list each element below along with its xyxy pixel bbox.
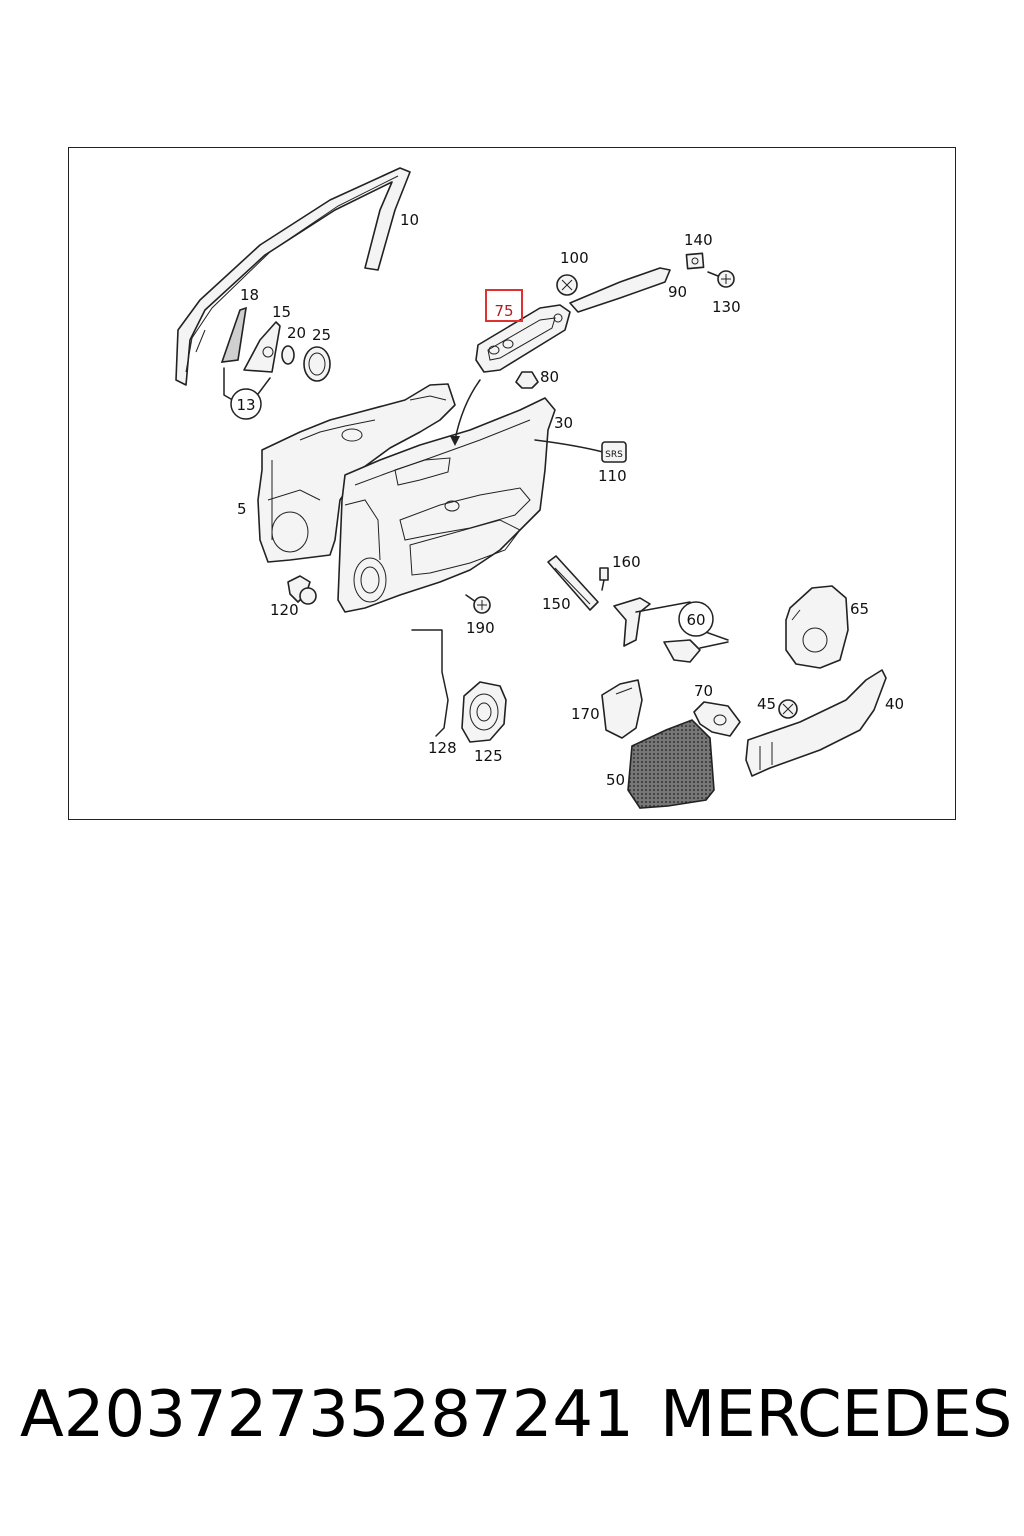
callout-110: 110 [598,467,627,485]
part-50-speaker-grille [627,719,715,809]
part-130-screw [707,270,735,288]
callout-13-ring [230,388,262,420]
callout-128: 128 [428,739,457,757]
callout-30: 30 [554,414,573,432]
callout-65: 65 [850,600,869,618]
part-15-inner-trim [243,321,281,373]
part-45-grommet [778,699,798,719]
part-110-srs-badge: SRS [534,439,627,463]
callout-140: 140 [684,231,713,249]
callout-125: 125 [474,747,503,765]
callout-90: 90 [668,283,687,301]
part-90-trim-strip [569,267,671,313]
part-20-clip [281,345,295,365]
part-190-screw [465,594,491,614]
callout-170: 170 [571,705,600,723]
part-140-clip [685,252,705,270]
callout-50: 50 [606,771,625,789]
callout-80: 80 [540,368,559,386]
part-150-bracket [547,555,599,611]
part-125-speaker [461,681,507,743]
footer: A20372735287241 MERCEDES [0,1378,1024,1478]
callout-40: 40 [885,695,904,713]
callout-25: 25 [312,326,331,344]
callout-150: 150 [542,595,571,613]
part-160-pin [599,567,609,591]
callout-5: 5 [237,500,247,518]
part-128-rod [411,629,449,737]
callout-10: 10 [400,211,419,229]
part-70-cap [693,701,741,737]
callout-13: 13 [236,396,255,414]
part-30-door-trim-panel [337,397,556,613]
callout-15: 15 [272,303,291,321]
part-10-window-channel [175,167,411,386]
callout-18: 18 [240,286,259,304]
part-80-plug [515,371,539,389]
part-number: A20372735287241 [20,1378,634,1452]
callout-190: 190 [466,619,495,637]
part-120-clip [287,575,317,605]
part-40-grab-handle [745,669,887,777]
callout-60: 60 [686,611,705,629]
callout-130: 130 [712,298,741,316]
callout-45: 45 [757,695,776,713]
brand-name: MERCEDES [660,1378,1013,1452]
part-60-door-handle [613,597,729,663]
callout-60-ring [678,601,714,637]
highlight-box-75 [485,289,523,322]
part-18-mirror-trim [220,306,247,363]
callout-70: 70 [694,682,713,700]
callout-100: 100 [560,249,589,267]
callout-160: 160 [612,553,641,571]
callout-75: 75 [494,302,513,320]
part-170-cover [601,679,643,739]
srs-badge-text: SRS [605,450,623,460]
part-25-tweeter-cover [303,346,331,382]
part-75-switch-bezel [475,304,571,373]
part-100-grommet [556,274,578,296]
callout-20: 20 [287,324,306,342]
part-65-speaker-housing [785,585,849,669]
callout-120: 120 [270,601,299,619]
